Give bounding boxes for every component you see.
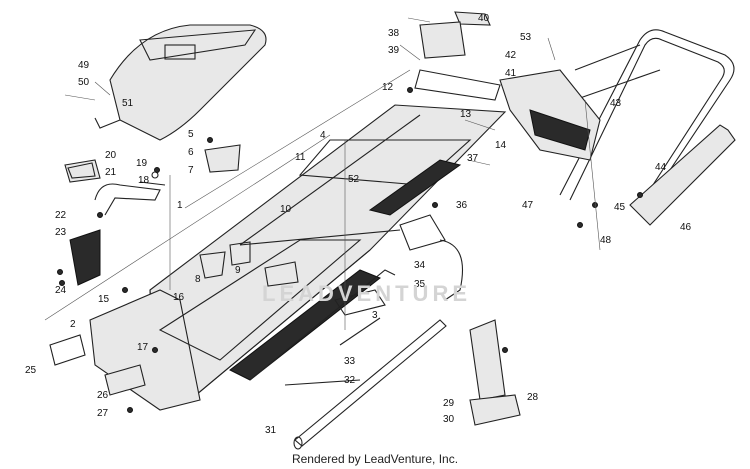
hardware-fasteners bbox=[57, 87, 643, 413]
callout-10a: 10 bbox=[280, 204, 292, 215]
callout-50: 50 bbox=[78, 77, 90, 88]
callout-36: 36 bbox=[456, 200, 468, 211]
callout-52: 52 bbox=[348, 174, 360, 185]
callout-12: 12 bbox=[382, 82, 394, 93]
callout-49: 49 bbox=[78, 60, 90, 71]
snow-flap bbox=[629, 124, 736, 226]
lower-bars bbox=[284, 317, 447, 450]
callout-42: 42 bbox=[505, 50, 517, 61]
callout-51: 51 bbox=[122, 98, 134, 109]
callout-48: 48 bbox=[600, 235, 612, 246]
callout-40: 40 bbox=[478, 13, 490, 24]
callout-34: 34 bbox=[414, 260, 426, 271]
callout-45: 45 bbox=[614, 202, 626, 213]
callout-23: 23 bbox=[55, 227, 67, 238]
callout-18: 18 bbox=[138, 175, 150, 186]
callout-35: 35 bbox=[414, 279, 426, 290]
callout-25: 25 bbox=[25, 365, 37, 376]
callout-1: 1 bbox=[177, 200, 183, 211]
seat bbox=[94, 24, 267, 141]
right-footrest bbox=[334, 214, 521, 426]
callout-5a: 5 bbox=[188, 129, 194, 140]
callout-17: 17 bbox=[137, 342, 149, 353]
callout-30: 30 bbox=[443, 414, 455, 425]
callout-21: 21 bbox=[105, 167, 117, 178]
callout-37: 37 bbox=[467, 153, 479, 164]
callout-29: 29 bbox=[443, 398, 455, 409]
footrest-parts bbox=[49, 334, 146, 396]
callout-13: 13 bbox=[460, 109, 472, 120]
callout-14a: 14 bbox=[495, 140, 507, 151]
hoop-bar bbox=[439, 239, 464, 301]
callout-20: 20 bbox=[105, 150, 117, 161]
callout-labels: 1 2 3 4 5 6 7 8 9 10 11 12 13 14 15 16 1… bbox=[25, 13, 692, 436]
callout-9: 9 bbox=[235, 265, 241, 276]
callout-39: 39 bbox=[388, 45, 400, 56]
callout-4a: 4 bbox=[320, 130, 326, 141]
callout-7: 7 bbox=[188, 165, 194, 176]
callout-22a: 22 bbox=[55, 210, 67, 221]
callout-2: 2 bbox=[70, 319, 76, 330]
callout-16: 16 bbox=[173, 292, 185, 303]
rear-bracket bbox=[499, 69, 601, 161]
callout-32: 32 bbox=[344, 375, 356, 386]
callout-41: 41 bbox=[505, 68, 517, 79]
small-parts bbox=[67, 162, 166, 186]
callout-6: 6 bbox=[188, 147, 194, 158]
callout-26: 26 bbox=[97, 390, 109, 401]
callout-53: 53 bbox=[520, 32, 532, 43]
callout-28: 28 bbox=[527, 392, 539, 403]
callout-38: 38 bbox=[388, 28, 400, 39]
watermark: LEADVENTURE bbox=[262, 281, 472, 306]
callout-15: 15 bbox=[98, 294, 110, 305]
callout-11: 11 bbox=[295, 152, 306, 163]
callout-8: 8 bbox=[195, 274, 201, 285]
tunnel-assembly bbox=[149, 104, 507, 401]
leader-lines bbox=[44, 17, 601, 330]
callout-44: 44 bbox=[655, 162, 667, 173]
callout-3: 3 bbox=[372, 310, 378, 321]
callout-24a: 24 bbox=[55, 285, 67, 296]
top-brackets bbox=[414, 11, 501, 101]
callout-43: 43 bbox=[610, 98, 622, 109]
callout-46: 46 bbox=[680, 222, 692, 233]
callout-19: 19 bbox=[136, 158, 148, 169]
callout-33: 33 bbox=[344, 356, 356, 367]
credit-line: Rendered by LeadVenture, Inc. bbox=[291, 452, 459, 466]
callout-27a: 27 bbox=[97, 408, 109, 419]
callout-47: 47 bbox=[522, 200, 534, 211]
callout-31: 31 bbox=[265, 425, 277, 436]
